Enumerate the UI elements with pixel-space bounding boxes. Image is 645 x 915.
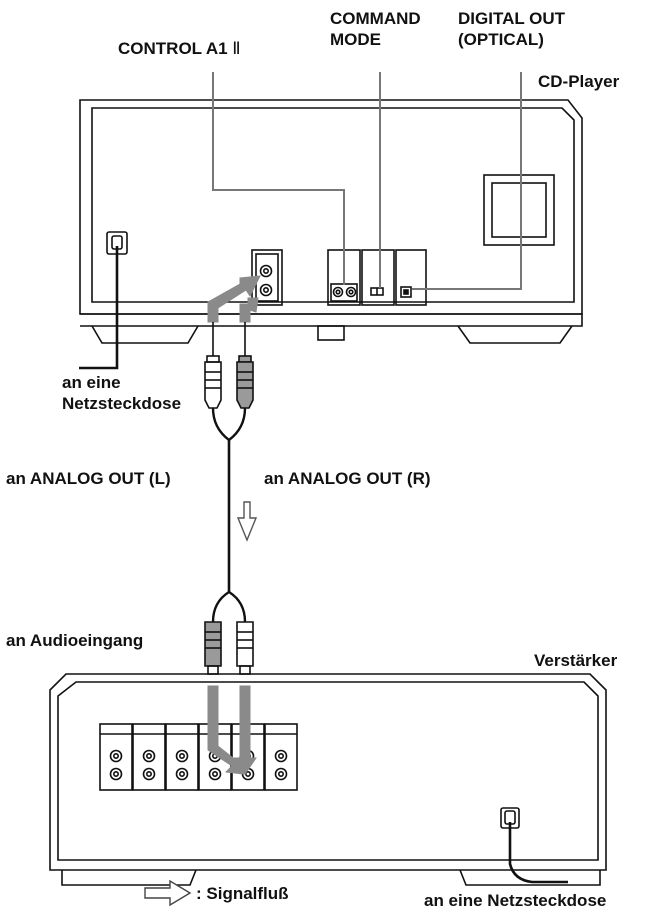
label-digital-out-1: DIGITAL OUT bbox=[458, 9, 566, 28]
legend-label: : Signalfluß bbox=[196, 884, 289, 903]
cd-power-cord bbox=[79, 246, 119, 370]
legend-signal-arrow bbox=[144, 879, 192, 907]
label-digital-out-2: (OPTICAL) bbox=[458, 30, 544, 49]
label-netzsteckdose: Netzsteckdose bbox=[62, 394, 182, 413]
label-an-eine: an eine bbox=[62, 373, 121, 392]
rca-plug-upper-right bbox=[236, 322, 254, 409]
cd-signal-arrows bbox=[207, 275, 261, 323]
label-analog-out-l: an ANALOG OUT (L) bbox=[6, 469, 171, 488]
cd-player-unit bbox=[79, 99, 583, 344]
label-command-mode-1: COMMAND bbox=[330, 9, 421, 28]
amplifier-unit bbox=[49, 673, 607, 886]
label-control-a1: CONTROL A1 Ⅱ bbox=[118, 39, 241, 58]
cable-signal-arrow bbox=[236, 501, 258, 542]
amp-jack-panel bbox=[264, 723, 298, 791]
label-verstaerker: Verstärker bbox=[534, 651, 618, 670]
label-command-mode-2: MODE bbox=[330, 30, 381, 49]
amp-power-cord bbox=[508, 822, 568, 884]
label-analog-out-r: an ANALOG OUT (R) bbox=[264, 469, 431, 488]
amp-jack-panel bbox=[132, 723, 166, 791]
rca-plug-lower-left bbox=[204, 621, 222, 675]
rca-plug-upper-left bbox=[204, 322, 222, 409]
amp-jack-panel bbox=[165, 723, 199, 791]
roman-two: Ⅱ bbox=[232, 39, 241, 58]
label-audioeingang: an Audioeingang bbox=[6, 631, 144, 650]
rca-plug-lower-right bbox=[236, 621, 254, 675]
cd-command-mode-switch bbox=[361, 249, 395, 306]
amp-signal-arrows bbox=[207, 685, 257, 775]
amp-jack-panel bbox=[99, 723, 133, 791]
cd-digital-out-port bbox=[395, 249, 427, 306]
label-cd-player: CD-Player bbox=[538, 72, 620, 91]
amp-input-jacks bbox=[99, 723, 298, 791]
label-amp-netzsteckdose: an eine Netzsteckdose bbox=[424, 891, 607, 910]
